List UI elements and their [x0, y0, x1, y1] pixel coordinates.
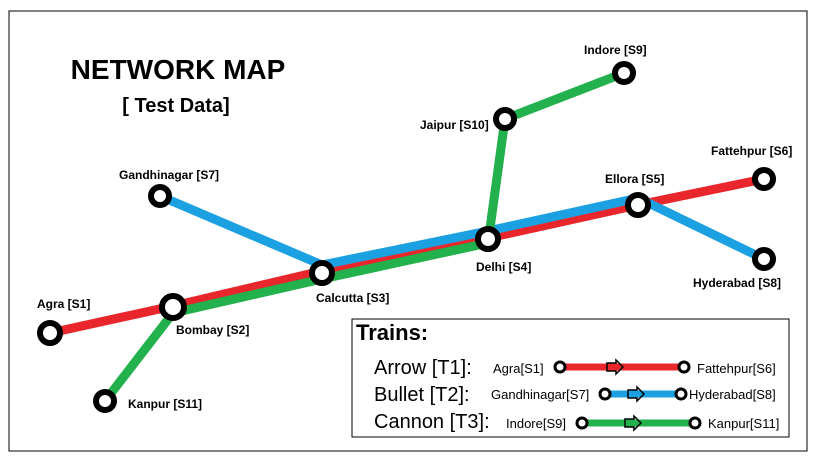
arrow-right-icon [606, 358, 625, 376]
station-node-bombay[interactable] [159, 293, 187, 321]
trains-legend: Trains: Arrow [T1]: Agra[S1] Fattehpur[S… [351, 318, 790, 438]
arrow-right-icon [624, 414, 643, 432]
legend-row-bullet: Bullet [T2]: Gandhinagar[S7] Hyderabad[S… [374, 384, 776, 406]
station-node-calcutta[interactable] [309, 260, 335, 286]
station-label-hyderabad: Hyderabad [S8] [693, 276, 781, 290]
legend-to-station: Fattehpur[S6] [697, 361, 776, 376]
legend-start-node [575, 416, 589, 430]
station-label-delhi: Delhi [S4] [476, 260, 531, 274]
station-labels: Agra [S1] Bombay [S2] Calcutta [S3] Delh… [37, 43, 792, 411]
route-arrow-t1 [45, 174, 769, 338]
legend-train-name: Bullet [T2]: [374, 384, 470, 406]
legend-to-station: Kanpur[S11] [708, 416, 779, 431]
station-label-jaipur: Jaipur [S10] [420, 118, 489, 132]
legend-start-node [598, 387, 612, 401]
stations [37, 61, 776, 413]
legend-end-node [677, 360, 691, 374]
map-title: NETWORK MAP [71, 54, 286, 85]
legend-from-station: Indore[S9] [506, 416, 566, 431]
station-node-ellora[interactable] [625, 192, 651, 218]
station-node-delhi[interactable] [475, 226, 501, 252]
legend-start-node [553, 360, 567, 374]
legend-end-node [674, 387, 688, 401]
station-label-gandhinagar: Gandhinagar [S7] [119, 168, 219, 182]
station-node-jaipur[interactable] [493, 107, 517, 131]
station-label-ellora: Ellora [S5] [605, 172, 664, 186]
station-label-fattehpur: Fattehpur [S6] [711, 144, 792, 158]
station-label-kanpur: Kanpur [S11] [128, 397, 202, 411]
route-cannon-t3 [100, 68, 629, 406]
station-node-agra[interactable] [37, 320, 63, 346]
station-label-calcutta: Calcutta [S3] [316, 291, 389, 305]
legend-title: Trains: [356, 320, 428, 345]
legend-from-station: Agra[S1] [493, 361, 544, 376]
legend-row-cannon: Cannon [T3]: Indore[S9] Kanpur[S11] [374, 411, 779, 433]
station-node-fattehpur[interactable] [752, 167, 776, 191]
legend-box [351, 318, 790, 438]
station-node-hyderabad[interactable] [752, 247, 776, 271]
station-label-agra: Agra [S1] [37, 297, 90, 311]
station-node-indore[interactable] [612, 61, 636, 85]
station-label-bombay: Bombay [S2] [176, 323, 249, 337]
arrow-right-icon [627, 385, 646, 403]
map-subtitle: [ Test Data] [122, 95, 229, 117]
legend-from-station: Gandhinagar[S7] [491, 387, 589, 402]
legend-end-node [688, 416, 702, 430]
legend-row-arrow: Arrow [T1]: Agra[S1] Fattehpur[S6] [374, 357, 776, 379]
station-node-kanpur[interactable] [93, 389, 117, 413]
station-label-indore: Indore [S9] [584, 43, 647, 57]
station-node-gandhinagar[interactable] [148, 184, 172, 208]
legend-train-name: Arrow [T1]: [374, 357, 472, 379]
legend-train-name: Cannon [T3]: [374, 411, 490, 433]
legend-to-station: Hyderabad[S8] [689, 387, 776, 402]
